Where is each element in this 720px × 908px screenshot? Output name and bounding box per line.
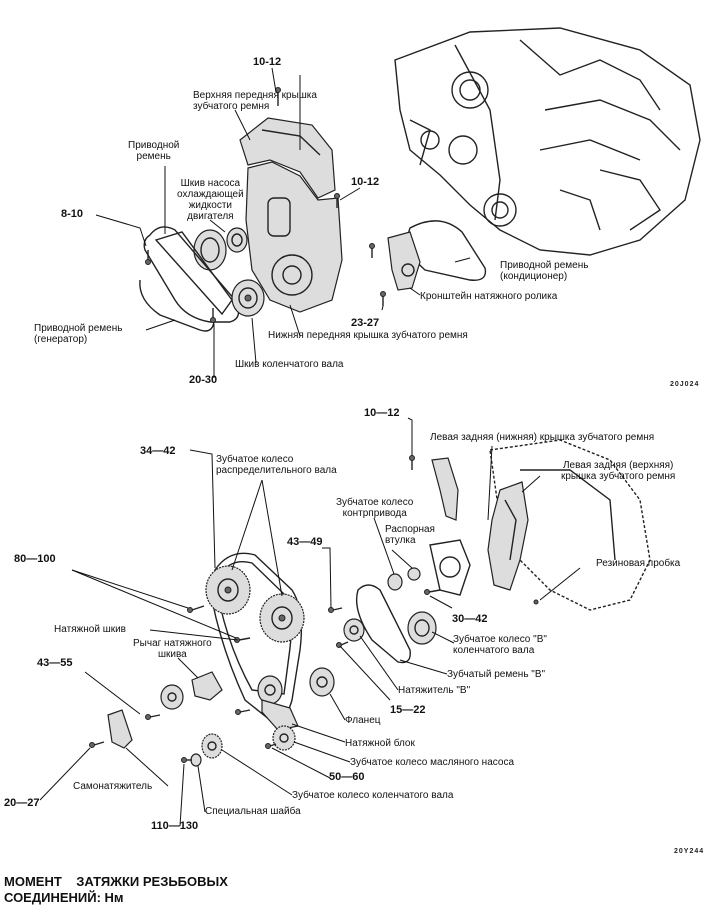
- oil-pump-sprocket-label: Зубчатое колесо масляного насоса: [350, 757, 515, 768]
- tensioner-pulley-label: Натяжной шкив: [54, 624, 126, 635]
- counter-sprocket: [387, 573, 403, 591]
- ac-drive-belt: [407, 220, 487, 281]
- special-washer-label: Специальная шайба: [205, 806, 301, 817]
- counter-sprocket-label: Зубчатое колесо контрпривода: [336, 497, 414, 519]
- auto-tensioner: [107, 709, 133, 749]
- tension-block-label: Натяжной блок: [345, 738, 415, 749]
- torque-label: 80—100: [14, 553, 56, 565]
- torque-label: 10—12: [364, 407, 400, 419]
- tensioner-bracket-label: Кронштейн натяжного ролика: [420, 291, 558, 302]
- flange-label: Фланец: [345, 715, 381, 726]
- spacer-label: Распорная втулка: [385, 524, 435, 546]
- left-rear-upper-cover: [487, 481, 529, 591]
- rubber-plug-label: Резиновая пробка: [596, 558, 681, 569]
- timing-belt: [211, 552, 303, 722]
- tensioner-bracket: [387, 231, 421, 291]
- torque-label: 23-27: [351, 317, 380, 329]
- crank-pulley: [231, 279, 265, 317]
- camshaft-sprocket-2: [259, 593, 305, 643]
- torque-caption: МОМЕНТ ЗАТЯЖКИ РЕЗЬБОВЫХ СОЕДИНЕНИЙ: Нм: [4, 874, 228, 905]
- timing-belt-b-label: Зубчатый ремень "B": [447, 669, 546, 680]
- torque-label: 20-30: [189, 374, 218, 386]
- torque-label: 10-12: [351, 176, 380, 188]
- oil-pump-sprocket: [272, 725, 296, 751]
- generator-drive-belt: [143, 226, 240, 323]
- torque-label: 43—55: [37, 657, 73, 669]
- generator-drive-belt-label: Приводной ремень (генератор): [34, 323, 123, 345]
- torque-label: 50—60: [329, 771, 365, 783]
- camshaft-sprocket-label: Зубчатое колесо распределительного вала: [216, 454, 337, 476]
- torque-label: 20—27: [4, 797, 40, 809]
- torque-label: 10-12: [253, 56, 282, 68]
- tensioner-b: [343, 618, 365, 642]
- left-rear-lower-cover: [431, 457, 459, 521]
- torque-label: 34—42: [140, 445, 176, 457]
- spacer: [407, 567, 421, 581]
- crank-sprocket-label: Зубчатое колесо коленчатого вала: [292, 790, 454, 801]
- flange: [309, 667, 335, 697]
- auto-tensioner-label: Самонатяжитель: [73, 781, 153, 792]
- left-rear-upper-cover-label: Левая задняя (верхняя) крышка зубчатого …: [561, 460, 676, 482]
- tension-block: [257, 675, 299, 731]
- tensioner-arm: [191, 671, 223, 701]
- camshaft-sprocket-1: [205, 565, 251, 615]
- left-rear-lower-cover-label: Левая задняя (нижняя) крышка зубчатого р…: [430, 432, 655, 443]
- water-pump-pulley: [193, 227, 248, 271]
- lower-front-cover-label: Нижняя передняя крышка зубчатого ремня: [268, 330, 468, 341]
- upper-front-cover-label: Верхняя передняя крышка зубчатого ремня: [193, 90, 317, 112]
- torque-label: 43—49: [287, 536, 323, 548]
- ac-drive-belt-label: Приводной ремень (кондиционер): [500, 260, 589, 282]
- crank-sprocket-b: [407, 611, 437, 645]
- figure-code: 20Y244: [674, 848, 705, 855]
- crank-pulley-label: Шкив коленчатого вала: [235, 359, 344, 370]
- torque-label: 8-10: [61, 208, 84, 220]
- water-pump-pulley-label: Шкив насоса охлаждающей жидкости двигате…: [177, 178, 244, 222]
- crank-sprocket-b-label: Зубчатое колесо "B" коленчатого вала: [453, 634, 547, 656]
- drive-belt-label: Приводной ремень: [128, 140, 180, 162]
- top-exploded-view: [95, 27, 701, 378]
- torque-label: 110—130: [151, 820, 199, 832]
- engine-block-illustration: [394, 27, 701, 256]
- tensioner-pulley: [160, 684, 184, 710]
- tensioner-b-label: Натяжитель "B": [398, 685, 471, 696]
- upper-front-cover: [239, 117, 336, 199]
- crank-sprocket: [201, 733, 223, 759]
- torque-label: 15—22: [390, 704, 426, 716]
- torque-label: 30—42: [452, 613, 488, 625]
- bottom-exploded-view: [39, 417, 651, 827]
- figure-code: 20J024: [670, 381, 700, 388]
- tensioner-arm-label: Рычаг натяжного шкива: [133, 638, 212, 660]
- timing-belt-b: [355, 584, 411, 664]
- special-washer: [190, 753, 202, 767]
